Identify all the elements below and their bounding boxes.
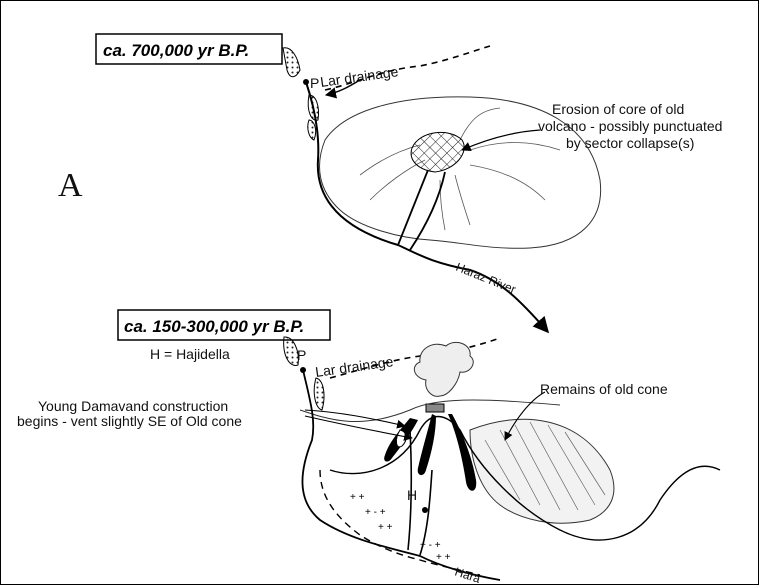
top-deposit-upper (283, 48, 300, 77)
legend-h: H = Hajidella (150, 346, 230, 362)
svg-text:+ +: + + (378, 522, 393, 533)
old-cone-remains (470, 419, 614, 523)
construction-arrow-1 (305, 410, 405, 426)
top-radial-lines (360, 108, 560, 230)
svg-text:+ +: + + (350, 492, 365, 503)
core-river-left (398, 170, 428, 245)
svg-text:+ ‑ +: + ‑ + (420, 540, 441, 551)
construction-note: Young Damavand construction begins - ven… (17, 398, 242, 429)
lava-flow-2 (418, 414, 436, 475)
tephra-markers: + + + ‑ + + + + ‑ + + + (350, 492, 451, 563)
lava-flow-window (396, 430, 406, 447)
bottom-drainage-label: Lar drainage (314, 353, 394, 380)
erosion-arrow (462, 130, 540, 150)
top-deposit-low (308, 120, 316, 140)
h-marker: H (407, 487, 417, 503)
erosion-note: Erosion of core of old volcano - possibl… (538, 101, 726, 151)
bottom-river-label: Hara (453, 565, 482, 585)
top-drainage-label: Lar drainage (319, 63, 399, 90)
panel-letter: A (58, 167, 83, 204)
bottom-time-label: ca. 150-300,000 yr B.P. (124, 317, 304, 336)
bottom-panel: ca. 150-300,000 yr B.P. H = Hajidella P … (17, 310, 720, 585)
svg-text:+ +: + + (436, 552, 451, 563)
young-vent (426, 404, 444, 412)
top-time-label: ca. 700,000 yr B.P. (103, 41, 249, 60)
eroded-core (411, 132, 464, 172)
construction-arrow-2 (305, 416, 412, 438)
hajidella-point (422, 507, 428, 513)
bottom-deposit-mid (314, 378, 324, 410)
top-dashed-drainage (325, 46, 490, 90)
bottom-dashed-valley (320, 470, 480, 575)
top-p-marker: P (310, 75, 319, 91)
eruption-plume (414, 342, 473, 396)
top-panel: ca. 700,000 yr B.P. P Lar drainage Haraz… (96, 34, 726, 332)
old-cone-label: Remains of old cone (540, 381, 668, 397)
top-river-label: Haraz River (454, 260, 518, 297)
bottom-p-marker: P (297, 347, 306, 363)
svg-text:+ ‑ +: + ‑ + (365, 507, 386, 518)
